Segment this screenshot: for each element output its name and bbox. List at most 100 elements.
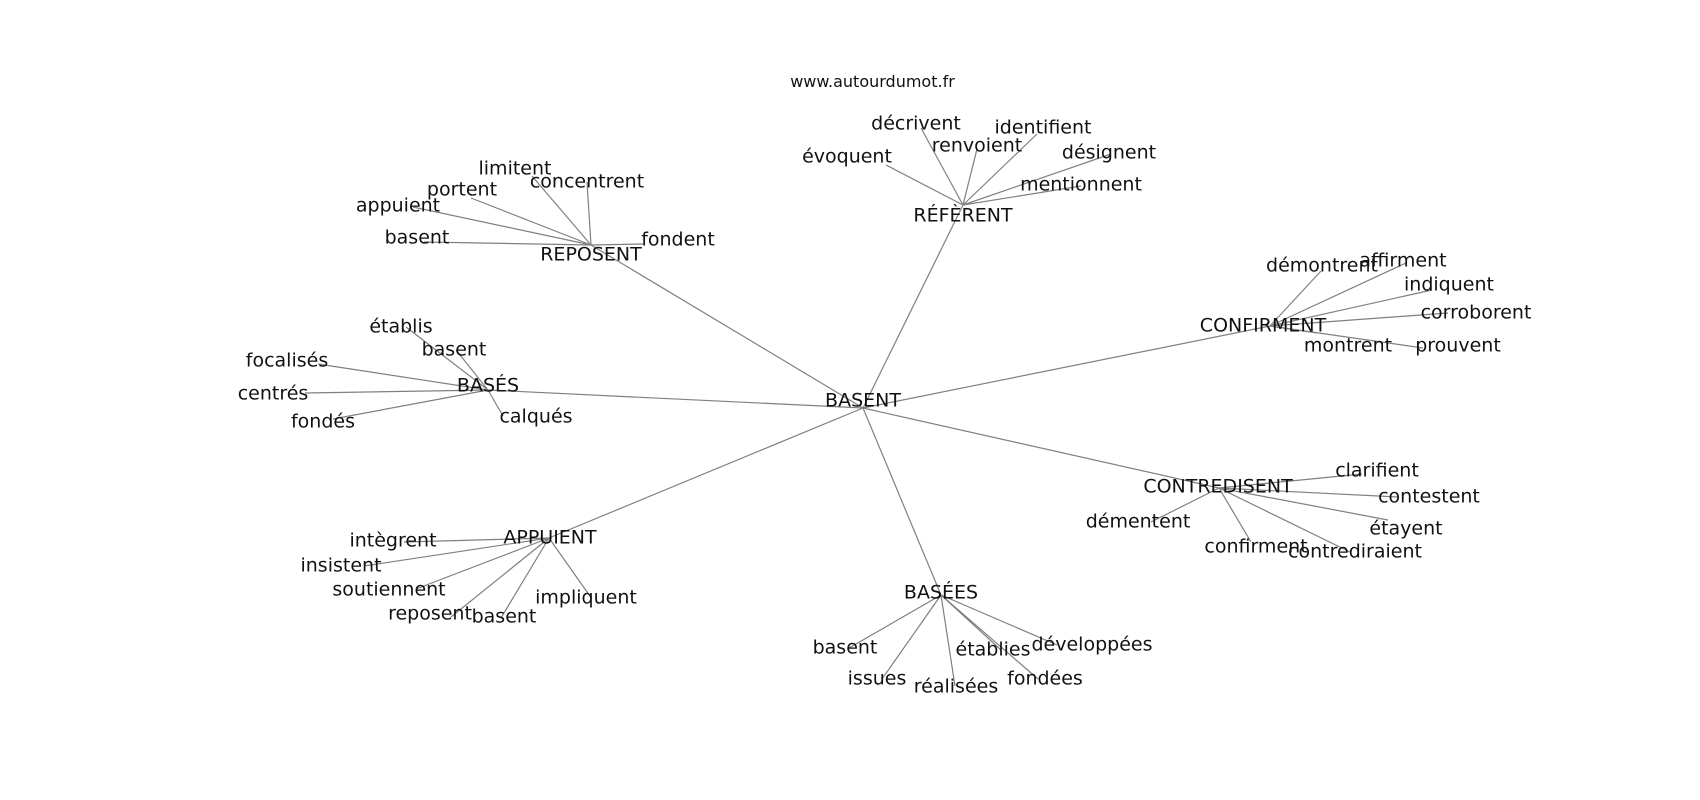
hub-to-leaf-edge xyxy=(363,537,550,567)
leaf-word[interactable]: contrediraient xyxy=(1288,541,1422,563)
leaf-word[interactable]: portent xyxy=(427,179,497,201)
leaf-word[interactable]: contestent xyxy=(1378,486,1480,508)
leaf-word[interactable]: insistent xyxy=(300,555,381,577)
hub-to-leaf-edge xyxy=(920,127,964,206)
leaf-word[interactable]: centrés xyxy=(238,383,309,405)
site-watermark: www.autourdumot.fr xyxy=(790,72,955,91)
hub-to-leaf-edge xyxy=(962,133,1038,206)
hub-to-leaf-edge xyxy=(1218,487,1389,521)
hub-to-leaf-edge xyxy=(1269,325,1424,349)
leaf-word[interactable]: reposent xyxy=(388,603,472,625)
hub-to-leaf-edge xyxy=(1150,487,1220,523)
leaf-word[interactable]: limitent xyxy=(479,158,552,180)
center-to-hub-edge xyxy=(862,407,1220,489)
leaf-word[interactable]: développées xyxy=(1032,634,1153,656)
hub-to-leaf-edge xyxy=(1269,262,1407,327)
hub-word[interactable]: CONTREDISENT xyxy=(1143,476,1293,498)
leaf-word[interactable]: montrent xyxy=(1304,335,1392,357)
leaf-word[interactable]: calqués xyxy=(499,406,572,428)
hub-to-leaf-edge xyxy=(470,197,592,246)
leaf-word[interactable]: basent xyxy=(472,606,537,628)
leaf-word[interactable]: indiquent xyxy=(1404,274,1494,296)
hub-word[interactable]: APPUIENT xyxy=(503,527,597,549)
leaf-word[interactable]: appuient xyxy=(356,195,440,217)
leaf-word[interactable]: fondées xyxy=(1007,668,1083,690)
hub-to-leaf-edge xyxy=(1269,289,1433,327)
leaf-word[interactable]: impliquent xyxy=(535,587,637,609)
hub-word[interactable]: BASÉS xyxy=(457,374,519,397)
center-to-hub-edge xyxy=(548,407,864,539)
hub-to-leaf-edge xyxy=(940,594,956,687)
leaf-word[interactable]: clarifient xyxy=(1335,460,1419,482)
leaf-word[interactable]: basent xyxy=(422,339,487,361)
hub-to-leaf-edge xyxy=(1269,270,1322,327)
leaf-word[interactable]: évoquent xyxy=(802,146,892,168)
leaf-word[interactable]: confirment xyxy=(1204,536,1307,558)
leaf-word[interactable]: affirment xyxy=(1359,250,1446,272)
hub-to-leaf-edge xyxy=(332,389,489,420)
hub-to-leaf-edge xyxy=(455,349,489,391)
hub-to-leaf-edge xyxy=(962,148,978,206)
hub-word[interactable]: RÉFÈRENT xyxy=(913,204,1013,227)
hub-to-leaf-edge xyxy=(531,175,592,246)
hub-to-leaf-edge xyxy=(403,537,550,543)
leaf-word[interactable]: démontrent xyxy=(1266,255,1378,277)
leaf-word[interactable]: focalisés xyxy=(246,350,328,372)
leaf-word[interactable]: étayent xyxy=(1369,518,1442,540)
hub-to-leaf-edge xyxy=(1218,487,1351,553)
leaf-word[interactable]: prouvent xyxy=(1415,335,1501,357)
hub-to-leaf-edge xyxy=(423,241,592,246)
leaf-word[interactable]: basent xyxy=(813,637,878,659)
hub-to-leaf-edge xyxy=(940,594,1058,646)
hub-to-leaf-edge xyxy=(548,537,593,600)
leaf-word[interactable]: identifient xyxy=(995,117,1092,139)
leaf-word[interactable]: établis xyxy=(369,316,432,338)
hub-to-leaf-edge xyxy=(1218,487,1252,543)
leaf-word[interactable]: décrivent xyxy=(871,113,961,135)
leaf-word[interactable]: démentent xyxy=(1086,511,1191,533)
leaf-word[interactable]: soutiennent xyxy=(332,579,445,601)
hub-to-leaf-edge xyxy=(962,185,1082,206)
center-to-hub-edge xyxy=(862,325,1271,409)
hub-word[interactable]: CONFIRMENT xyxy=(1200,315,1327,337)
center-to-hub-edge xyxy=(487,389,864,409)
graph-edges xyxy=(304,127,1449,687)
hub-to-leaf-edge xyxy=(1218,473,1363,489)
leaf-word[interactable]: renvoient xyxy=(932,135,1022,157)
center-to-hub-edge xyxy=(590,244,864,409)
leaf-word[interactable]: basent xyxy=(385,227,450,249)
hub-to-leaf-edge xyxy=(450,537,550,618)
center-word[interactable]: BASENT xyxy=(825,390,901,412)
hub-to-leaf-edge xyxy=(962,153,1112,206)
hub-to-leaf-edge xyxy=(885,164,964,206)
hub-to-leaf-edge xyxy=(590,243,644,246)
hub-to-leaf-edge xyxy=(412,206,592,246)
hub-to-leaf-edge xyxy=(586,181,592,246)
hub-to-leaf-edge xyxy=(1218,487,1399,498)
hub-to-leaf-edge xyxy=(881,594,942,680)
leaf-word[interactable]: mentionnent xyxy=(1020,174,1142,196)
leaf-word[interactable]: fondés xyxy=(291,411,355,433)
leaf-word[interactable]: corroborent xyxy=(1421,302,1532,324)
hub-word[interactable]: REPOSENT xyxy=(540,244,642,266)
hub-to-leaf-edge xyxy=(304,389,489,394)
hub-to-leaf-edge xyxy=(317,363,489,391)
leaf-word[interactable]: établies xyxy=(956,639,1031,661)
hub-to-leaf-edge xyxy=(848,594,942,649)
hub-to-leaf-edge xyxy=(487,389,504,417)
graph-labels: BASENT RÉFÈRENT décrivent identifientrenvoi… xyxy=(238,113,1532,698)
leaf-word[interactable]: issues xyxy=(848,668,907,690)
hub-to-leaf-edge xyxy=(1269,312,1449,327)
leaf-word[interactable]: désignent xyxy=(1062,142,1156,164)
leaf-word[interactable]: concentrent xyxy=(530,171,644,193)
center-to-hub-edge xyxy=(862,407,942,596)
hub-to-leaf-edge xyxy=(500,537,550,619)
leaf-word[interactable]: réalisées xyxy=(914,676,998,698)
leaf-word[interactable]: fondent xyxy=(641,229,715,251)
hub-to-leaf-edge xyxy=(405,326,489,391)
hub-to-leaf-edge xyxy=(940,594,1039,680)
center-to-hub-edge xyxy=(862,204,964,409)
hub-word[interactable]: BASÉES xyxy=(904,581,978,604)
leaf-word[interactable]: intègrent xyxy=(349,530,436,552)
